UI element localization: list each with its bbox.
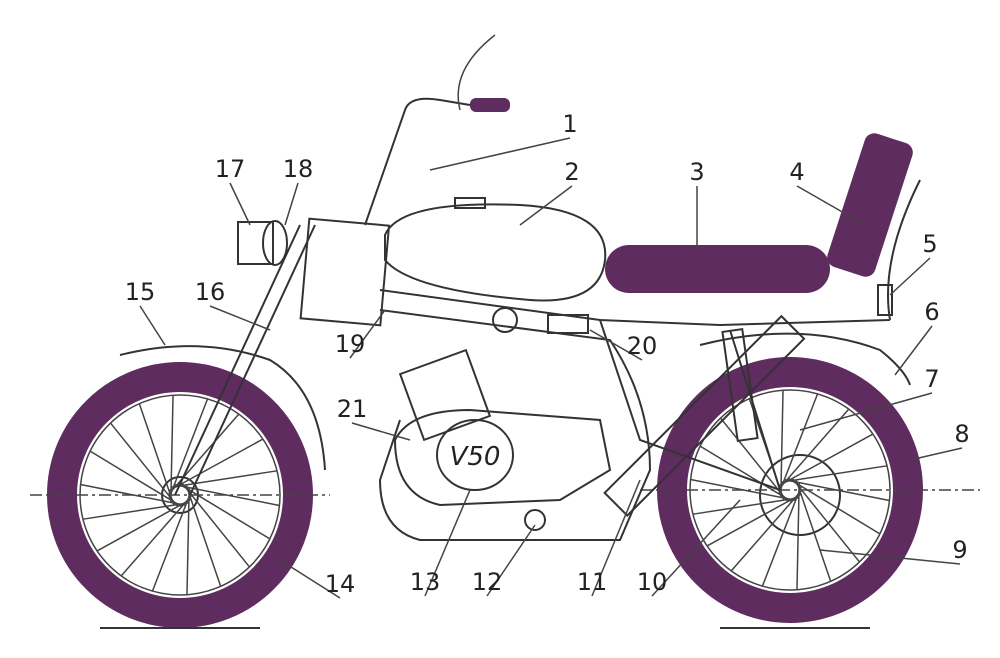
spoke	[730, 489, 803, 572]
spoke	[170, 395, 174, 503]
callout-front-tire: 14	[325, 570, 356, 598]
spoke	[89, 450, 183, 508]
spoke	[138, 403, 175, 506]
callout-fuel-tank: 2	[564, 158, 579, 186]
spoke	[761, 485, 802, 587]
leader-line-19	[349, 309, 386, 359]
leader-line-11	[591, 479, 641, 597]
leader-line-15	[139, 305, 166, 346]
front-fender	[119, 345, 326, 471]
rear-shock	[721, 328, 759, 442]
callout-rear-fender: 6	[924, 298, 939, 326]
callout-chain-guard: 10	[637, 568, 668, 596]
callout-backrest: 4	[789, 158, 804, 186]
spoke	[706, 493, 802, 547]
rear-wheel	[640, 357, 980, 629]
callout-battery-box: 20	[627, 332, 658, 360]
callout-footpeg: 12	[472, 568, 503, 596]
leader-line-6	[894, 325, 933, 376]
spoke	[181, 482, 251, 568]
spoke	[168, 438, 264, 492]
engine-badge: V50	[450, 442, 501, 472]
swingarm	[603, 314, 806, 517]
callout-rear-tire: 8	[954, 420, 969, 448]
spoke	[780, 390, 784, 498]
rear-fender	[699, 332, 911, 386]
callout-rear-hub: 9	[952, 536, 967, 564]
spoke	[699, 445, 793, 503]
callout-frame: 19	[335, 330, 366, 358]
spoke	[778, 393, 819, 495]
spoke	[777, 408, 850, 491]
backrest	[827, 133, 913, 277]
callout-headlight-mount: 18	[283, 155, 314, 183]
tail-light	[877, 284, 893, 316]
spoke	[787, 477, 881, 535]
leader-line-14	[279, 559, 341, 599]
spoke	[780, 465, 888, 484]
spoke	[173, 483, 280, 507]
callout-tail-light: 5	[922, 230, 937, 258]
battery-box	[547, 314, 589, 334]
leader-line-2	[519, 185, 573, 226]
leader-line-9	[819, 549, 961, 565]
callout-headlight: 17	[215, 155, 246, 183]
callout-front-fender: 15	[125, 278, 156, 306]
spoke	[795, 479, 832, 582]
engine-cover	[436, 419, 514, 491]
leader-line-5	[889, 257, 931, 296]
spoke	[783, 478, 890, 502]
frame	[378, 179, 921, 541]
spoke	[185, 484, 222, 587]
leader-line-16	[209, 305, 271, 331]
footpeg	[524, 509, 546, 531]
front-fork	[174, 34, 510, 496]
leader-line-12	[486, 524, 536, 597]
leader-line-10	[651, 499, 741, 597]
spoke	[168, 398, 209, 500]
front-wheel	[30, 362, 330, 629]
callout-front-fork: 16	[195, 278, 226, 306]
spoke	[177, 482, 271, 540]
callout-crankcase: 21	[337, 395, 368, 423]
headlight	[237, 220, 288, 266]
spoke	[170, 470, 278, 489]
callout-engine-cover: 13	[410, 568, 441, 596]
spoke	[151, 490, 192, 592]
spoke	[120, 494, 193, 577]
spoke	[692, 496, 800, 515]
spoke	[167, 413, 240, 496]
spoke	[778, 433, 874, 487]
leader-line-21	[351, 422, 411, 441]
leader-line-1	[429, 137, 571, 171]
leader-line-4	[796, 185, 866, 226]
spoke	[82, 501, 190, 520]
leader-line-17	[229, 182, 251, 226]
leader-line-18	[284, 182, 299, 226]
spoke	[791, 477, 861, 563]
callout-swingarm: 11	[577, 568, 608, 596]
leader-line-20	[589, 329, 643, 361]
engine: V50	[393, 307, 612, 531]
seat	[605, 245, 830, 293]
leader-line-8	[909, 447, 963, 461]
callout-seat: 3	[689, 158, 704, 186]
spoke	[186, 487, 190, 595]
spoke	[109, 422, 179, 508]
spoke	[96, 498, 192, 552]
spoke	[796, 482, 800, 590]
callout-handlebar: 1	[562, 110, 577, 138]
fuel-tank	[384, 203, 607, 302]
leader-line-13	[424, 489, 471, 597]
leader-line-7	[799, 392, 933, 431]
callout-rear-shock: 7	[924, 365, 939, 393]
